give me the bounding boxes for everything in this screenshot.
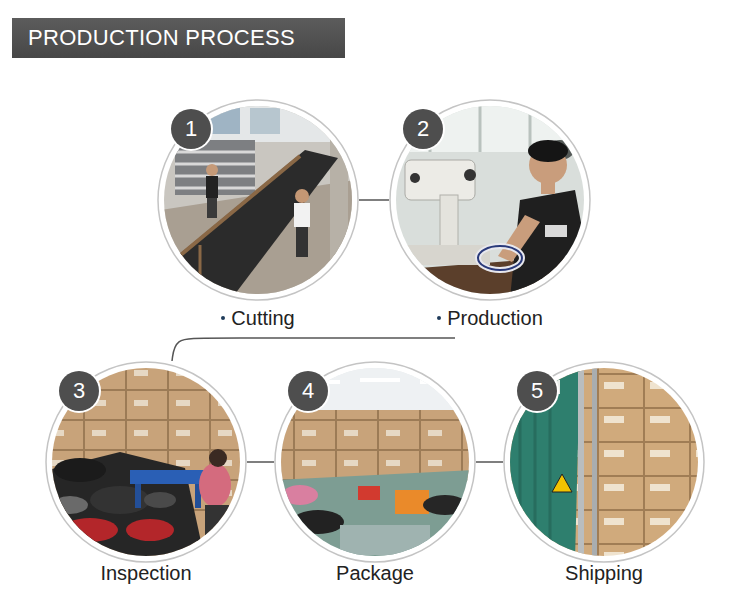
step-circle: Package 4: [274, 361, 476, 593]
step-ring: [158, 100, 358, 300]
step-number-badge: 2: [403, 109, 443, 149]
step-label: Package: [274, 561, 476, 593]
callout-number: 2: [417, 117, 429, 141]
step-label: Inspection: [45, 561, 247, 593]
step-number-badge: 5: [517, 371, 557, 411]
step-label: Shipping: [503, 561, 705, 593]
connector-line: [172, 338, 455, 361]
step-ring: [46, 362, 246, 562]
callout-number: 3: [73, 379, 85, 403]
step-circle: Shipping 5: [503, 361, 705, 593]
step-circle: Inspection 3: [45, 361, 247, 593]
step-number-badge: 3: [59, 371, 99, 411]
callout-number: 4: [302, 379, 314, 403]
shipping-photo: [506, 364, 702, 560]
diagram-title: PRODUCTION PROCESS: [28, 18, 329, 58]
step-ring: [390, 100, 590, 300]
step-label: Cutting: [157, 306, 359, 338]
cutting-photo: [160, 102, 356, 298]
step-number-badge: 1: [171, 109, 211, 149]
production-photo: [392, 102, 595, 298]
inspection-photo: [48, 364, 244, 560]
step-ring: [275, 362, 475, 562]
connector-line: [359, 199, 389, 201]
package-photo: [277, 364, 473, 560]
title-band: PRODUCTION PROCESS: [12, 18, 345, 58]
step-number-badge: 4: [288, 371, 328, 411]
connector-line: [476, 461, 503, 463]
step-label: Production: [389, 306, 591, 338]
callout-number: 5: [531, 379, 543, 403]
connector-line: [247, 461, 274, 463]
step-circle: Production 2: [389, 99, 591, 338]
step-circle: Cutting 1: [157, 99, 359, 338]
callout-number: 1: [185, 117, 197, 141]
step-ring: [504, 362, 704, 562]
